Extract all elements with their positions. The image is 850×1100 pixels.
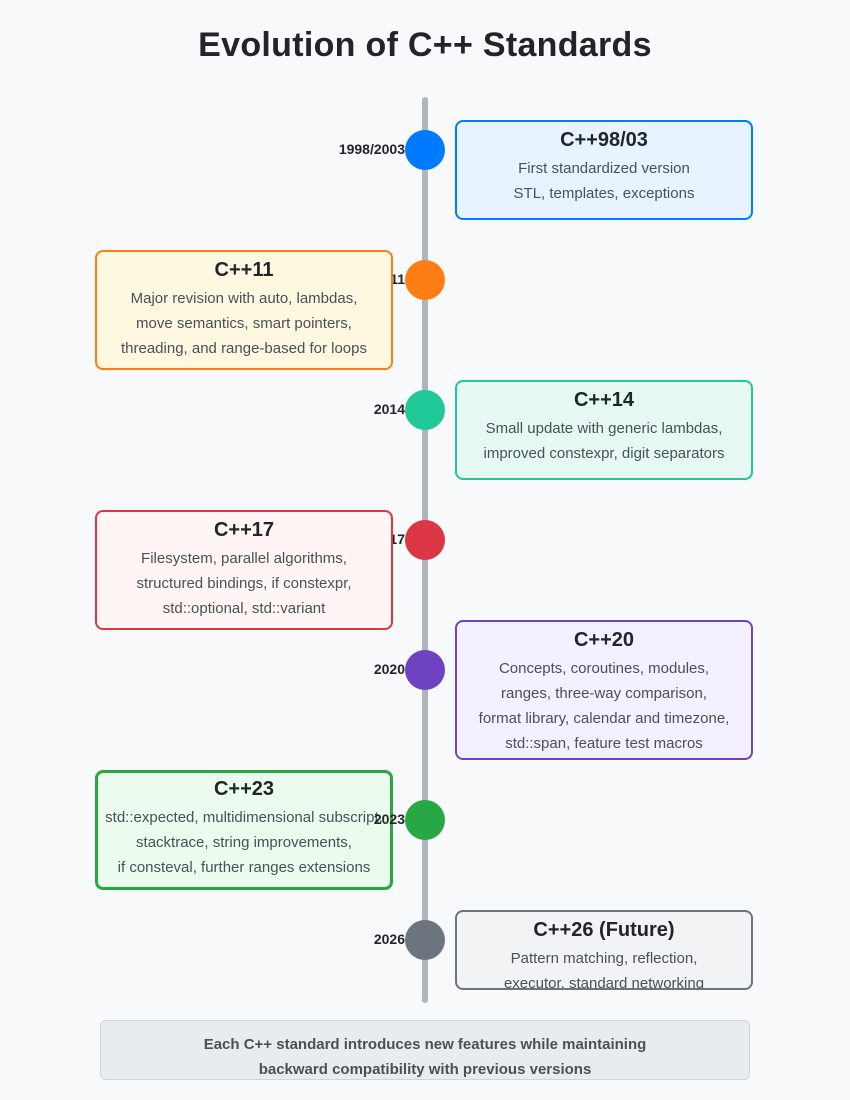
card-line: format library, calendar and timezone, <box>478 710 730 727</box>
card-line: std::optional, std::variant <box>162 600 326 617</box>
timeline-node-cpp26 <box>405 920 445 960</box>
timeline-node-cpp23 <box>405 800 445 840</box>
card-line: threading, and range-based for loops <box>120 340 367 357</box>
card-cpp26: C++26 (Future) Pattern matching, reflect… <box>455 910 753 990</box>
card-line: Concepts, coroutines, modules, <box>498 660 710 677</box>
card-cpp98: C++98/03 First standardized version STL,… <box>455 120 753 220</box>
card-line: Small update with generic lambdas, <box>485 420 723 437</box>
card-cpp11: C++11 Major revision with auto, lambdas,… <box>95 250 393 370</box>
card-line: Pattern matching, reflection, <box>510 950 698 967</box>
card-line: std::span, feature test macros <box>505 735 703 752</box>
card-line: First standardized version <box>518 160 690 177</box>
card-title: C++26 (Future) <box>533 919 675 941</box>
year-label-2023: 2023 <box>373 811 405 827</box>
page-title: Evolution of C++ Standards <box>198 26 652 64</box>
card-cpp23: C++23 std::expected, multidimensional su… <box>95 770 393 890</box>
card-line: move semantics, smart pointers, <box>136 315 352 332</box>
timeline-node-cpp98 <box>405 130 445 170</box>
card-cpp14: C++14 Small update with generic lambdas,… <box>455 380 753 480</box>
card-cpp20: C++20 Concepts, coroutines, modules, ran… <box>455 620 753 760</box>
footer-note: Each C++ standard introduces new feature… <box>100 1020 750 1080</box>
card-line: structured bindings, if constexpr, <box>136 575 352 592</box>
card-line: ranges, three-way comparison, <box>501 685 707 702</box>
card-line: stacktrace, string improvements, <box>136 834 352 851</box>
footer-line: backward compatibility with previous ver… <box>258 1061 592 1078</box>
year-label-2020: 2020 <box>373 661 405 677</box>
card-title: C++98/03 <box>560 129 648 151</box>
timeline-node-cpp14 <box>405 390 445 430</box>
footer-line: Each C++ standard introduces new feature… <box>203 1036 647 1053</box>
card-line: Filesystem, parallel algorithms, <box>141 550 347 567</box>
year-label-2014: 2014 <box>373 401 405 417</box>
card-line: STL, templates, exceptions <box>513 185 695 202</box>
timeline-node-cpp11 <box>405 260 445 300</box>
card-line: std::expected, multidimensional subscrip… <box>105 809 383 826</box>
year-label-1998-2003: 1998/2003 <box>338 141 405 157</box>
year-label-2026: 2026 <box>373 931 405 947</box>
card-title: C++14 <box>573 389 635 411</box>
timeline-node-cpp17 <box>405 520 445 560</box>
card-title: C++11 <box>214 259 274 281</box>
card-title: C++20 <box>573 629 635 651</box>
card-line: executor, standard networking <box>503 975 705 990</box>
timeline-node-cpp20 <box>405 650 445 690</box>
card-title: C++23 <box>213 778 275 800</box>
card-line: if consteval, further ranges extensions <box>117 859 371 876</box>
card-line: improved constexpr, digit separators <box>483 445 725 462</box>
card-line: Major revision with auto, lambdas, <box>130 290 358 307</box>
card-title: C++17 <box>213 519 275 541</box>
card-cpp17: C++17 Filesystem, parallel algorithms, s… <box>95 510 393 630</box>
